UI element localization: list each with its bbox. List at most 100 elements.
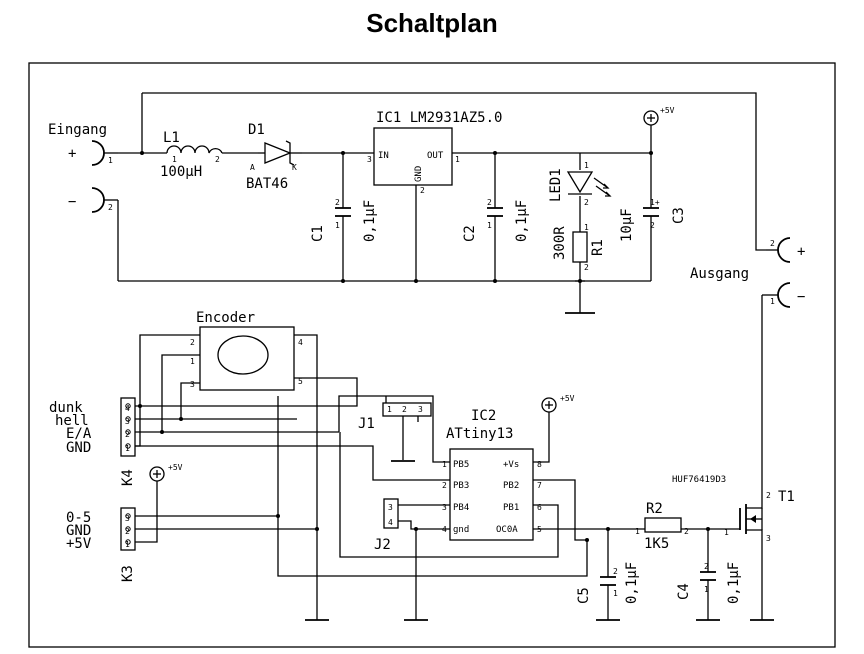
svg-text:1: 1 xyxy=(125,444,130,453)
encoder-label: Encoder xyxy=(196,310,255,326)
svg-text:1: 1 xyxy=(635,527,640,536)
svg-text:1+: 1+ xyxy=(650,198,660,207)
ausgang-plus-label: + xyxy=(797,244,805,260)
svg-text:1: 1 xyxy=(335,221,340,230)
ic2-pb5: PB5 xyxy=(453,460,469,470)
svg-text:3: 3 xyxy=(766,534,771,543)
svg-text:1: 1 xyxy=(704,585,709,594)
svg-text:2: 2 xyxy=(487,198,492,207)
svg-text:2: 2 xyxy=(684,527,689,536)
d1-value: BAT46 xyxy=(246,176,288,192)
svg-text:4: 4 xyxy=(125,404,130,413)
k3-pin-gnd: GND xyxy=(66,523,91,539)
schematic-frame xyxy=(28,62,836,648)
d1-diode xyxy=(264,142,292,164)
ausgang-label: Ausgang xyxy=(690,266,749,282)
j2-label: J2 xyxy=(374,537,391,553)
ic1-out-pin: OUT xyxy=(427,151,444,161)
svg-text:1: 1 xyxy=(770,297,775,306)
svg-text:3: 3 xyxy=(418,405,423,414)
vcc-k3-label: +5V xyxy=(168,463,183,472)
c2-capacitor xyxy=(487,207,503,217)
c5-label: C5 xyxy=(576,587,592,604)
c4-label: C4 xyxy=(676,583,692,600)
ic1-label: IC1 LM2931AZ5.0 xyxy=(376,110,502,126)
svg-text:3: 3 xyxy=(442,503,447,512)
svg-text:1: 1 xyxy=(455,155,460,164)
ic2-pb1: PB1 xyxy=(503,503,519,513)
c1-label: C1 xyxy=(310,225,326,242)
c4-value: 0,1µF xyxy=(726,562,742,604)
svg-text:2: 2 xyxy=(125,527,130,536)
encoder-knob xyxy=(217,335,269,375)
r1-label: R1 xyxy=(590,239,606,256)
svg-text:3: 3 xyxy=(388,503,393,512)
svg-text:8: 8 xyxy=(537,460,542,469)
output-minus-terminal xyxy=(777,282,791,308)
ic1-gnd-pin: GND xyxy=(414,166,424,182)
svg-text:1: 1 xyxy=(172,155,177,164)
input-minus-terminal xyxy=(91,187,105,213)
svg-text:2: 2 xyxy=(704,562,709,571)
l1-value: 100µH xyxy=(160,164,202,180)
c1-capacitor xyxy=(335,207,351,217)
svg-text:1: 1 xyxy=(584,223,589,232)
c4-capacitor xyxy=(700,571,716,581)
k4-pin-dunk: dunk xyxy=(49,400,83,416)
r1-value: 300R xyxy=(552,226,568,260)
k3-label: K3 xyxy=(120,565,136,582)
wires-power xyxy=(117,92,766,314)
eingang-minus-label: − xyxy=(68,194,76,210)
k4-pin-gnd: GND xyxy=(66,440,91,456)
ic1-regulator xyxy=(373,127,453,186)
ic2-microcontroller xyxy=(449,448,534,541)
svg-text:2: 2 xyxy=(215,155,220,164)
c1-value: 0,1µF xyxy=(362,200,378,242)
svg-text:2: 2 xyxy=(770,239,775,248)
svg-text:7: 7 xyxy=(537,481,542,490)
ic2-label: IC2 xyxy=(471,408,496,424)
wires-control xyxy=(135,295,763,620)
d1-label: D1 xyxy=(248,122,265,138)
vcc-symbol-top xyxy=(643,110,659,126)
j1-jumper xyxy=(382,402,432,417)
svg-text:1: 1 xyxy=(442,460,447,469)
svg-text:2: 2 xyxy=(335,198,340,207)
vcc-ic2-label: +5V xyxy=(560,394,575,403)
svg-text:1: 1 xyxy=(724,528,729,537)
encoder-body xyxy=(199,326,295,391)
svg-text:2: 2 xyxy=(584,198,589,207)
svg-text:2: 2 xyxy=(442,481,447,490)
k4-pin-ea: E/A xyxy=(66,426,92,442)
ic2-gnd: gnd xyxy=(453,525,469,535)
j1-label: J1 xyxy=(358,416,375,432)
l1-inductor xyxy=(166,145,223,154)
svg-text:5: 5 xyxy=(298,377,303,386)
svg-text:2: 2 xyxy=(125,430,130,439)
d1-cathode-label: K xyxy=(292,163,297,172)
svg-text:2: 2 xyxy=(766,491,771,500)
c3-label: C3 xyxy=(671,207,687,224)
svg-text:2: 2 xyxy=(420,186,425,195)
svg-text:2: 2 xyxy=(108,203,113,212)
ic2-pb2: PB2 xyxy=(503,481,519,491)
svg-text:3: 3 xyxy=(367,155,372,164)
svg-text:2: 2 xyxy=(584,263,589,272)
page-title: Schaltplan xyxy=(366,8,498,38)
k3-pin-0-5: 0-5 xyxy=(66,510,91,526)
t1-part-label: HUF76419D3 xyxy=(672,475,726,485)
svg-text:3: 3 xyxy=(190,380,195,389)
k3-pin-5v: +5V xyxy=(66,536,92,552)
l1-label: L1 xyxy=(163,130,180,146)
junction-dots-power xyxy=(140,151,653,283)
svg-text:4: 4 xyxy=(388,518,393,527)
svg-text:3: 3 xyxy=(125,417,130,426)
ic2-vs: +Vs xyxy=(503,460,519,470)
svg-text:1: 1 xyxy=(108,156,113,165)
svg-text:2: 2 xyxy=(190,338,195,347)
c5-value: 0,1µF xyxy=(624,562,640,604)
ic1-in-pin: IN xyxy=(378,151,389,161)
t1-label: T1 xyxy=(778,489,795,505)
svg-text:2: 2 xyxy=(650,221,655,230)
svg-text:1: 1 xyxy=(190,357,195,366)
